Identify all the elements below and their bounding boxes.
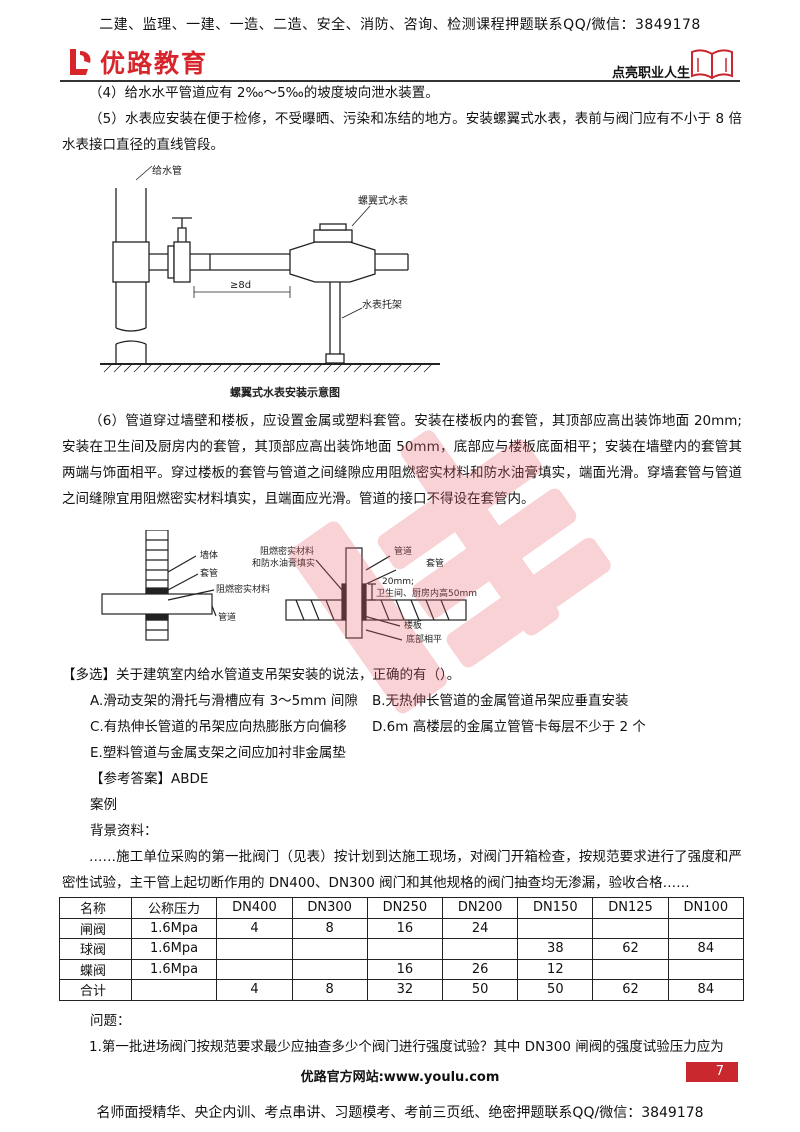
questions-label: 问题： [90,1013,131,1029]
background-text: ……施工单位采购的第一批阀门（见表）按计划到达施工现场，对阀门开箱检查，按规范要… [62,849,742,891]
para-4: （4）给水水平管道应有 2‰～5‰的坡度坡向泄水装置。 [89,85,439,101]
label-sleeve: 套管 [200,567,218,579]
table-header-cell: 名称 [59,897,132,919]
table-header-row: 名称 公称压力 DN400 DN300 DN250 DN200 DN150 DN… [59,897,745,919]
table-cell [667,958,745,980]
table-cell: 4 [216,917,293,939]
page-number: 7 [686,1062,738,1082]
slogan: 点亮职业人生 [612,66,691,81]
table-header-cell: DN150 [517,897,594,919]
option-a: A.滑动支架的滑托与滑槽应有 3～5mm 间隙 [90,693,358,709]
table-cell [592,958,669,980]
table-cell: 蝶阀 [59,958,132,980]
table-cell: 38 [517,938,594,960]
label-meter: 螺翼式水表 [358,194,408,207]
table-row: 闸阀 1.6Mpa 4 8 16 24 [59,917,745,939]
label-fill-2: 和防水油膏填实 [252,557,315,569]
table-cell: 62 [592,979,669,1001]
table-cell: 4 [216,979,293,1001]
label-supply-pipe: 给水管 [152,164,182,177]
valve-table: 名称 公称压力 DN400 DN300 DN250 DN200 DN150 DN… [59,897,745,1001]
option-c: C.有热伸长管道的吊架应向热膨胀方向偏移 [90,719,347,735]
label-length: ≥8d [230,280,251,291]
table-cell [130,979,218,1001]
table-row: 球阀 1.6Mpa 38 62 84 [59,938,745,960]
table-cell [592,917,669,939]
table-cell [441,938,519,960]
table-cell: 32 [366,979,444,1001]
top-contact-note: 二建、监理、一建、一造、二造、安全、消防、咨询、检测课程押题联系QQ/微信：38… [99,17,701,33]
logo-text: 优路教育 [100,49,209,78]
option-e: E.塑料管道与金属支架之间应加衬非金属垫 [90,745,346,761]
sleeve-diagram: 墙体 套管 阻燃密实材料 管道 阻燃密实材料 和防水油膏填实 管道 套管 20m… [101,530,477,645]
figure-caption: 螺翼式水表安装示意图 [230,385,340,399]
book-icon [691,49,733,80]
table-cell: 8 [291,979,368,1001]
table-cell: 50 [441,979,519,1001]
label-fill-1: 阻燃密实材料 [260,545,314,557]
table-cell [517,917,594,939]
table-cell: 1.6Mpa [130,917,218,939]
label-dim-2: 卫生间、厨房内高50mm [376,587,477,599]
option-b: B.无热伸长管道的金属管道吊架应垂直安装 [372,693,629,709]
table-header-cell: DN250 [366,897,444,919]
table-cell: 84 [667,938,745,960]
para-6: （6）管道穿过墙壁和楼板，应设置金属或塑料套管。安装在楼板内的套管，其顶部应高出… [62,413,742,507]
header-rule [60,80,740,82]
table-cell: 8 [291,917,368,939]
label-dim-1: 20mm; [382,577,414,587]
table-cell [291,958,368,980]
table-cell: 24 [441,917,519,939]
question-title: 【多选】关于建筑室内给水管道支吊架安装的说法，正确的有（）。 [62,667,461,683]
table-header-cell: DN400 [216,897,293,919]
option-d: D.6m 高楼层的金属立管管卡每层不少于 2 个 [372,719,646,735]
case-label: 案例 [90,797,117,813]
table-cell [291,938,368,960]
table-cell: 1.6Mpa [130,938,218,960]
table-cell [216,958,293,980]
label-slab: 楼板 [404,619,422,631]
table-cell: 1.6Mpa [130,958,218,980]
para-5: （5）水表应安装在便于检修，不受曝晒、污染和冻结的地方。安装螺翼式水表，表前与阀… [62,111,742,153]
question-1: 1.第一批进场阀门按规范要求最少应抽查多少个阀门进行强度试验？其中 DN300 … [89,1039,724,1055]
table-header-cell: DN300 [291,897,368,919]
label-pipe: 管道 [218,611,236,623]
label-bottom: 底部相平 [406,633,442,645]
label-support: 水表托架 [362,298,402,311]
table-cell: 16 [366,958,444,980]
table-cell: 26 [441,958,519,980]
table-header-cell: DN200 [441,897,519,919]
table-cell: 84 [667,979,745,1001]
table-cell: 合计 [59,979,132,1001]
label-wall: 墙体 [200,549,218,561]
footer-website: 优路官方网站:www.youlu.com [300,1070,500,1085]
table-cell [216,938,293,960]
answer: 【参考答案】ABDE [90,771,209,787]
table-cell: 16 [366,917,444,939]
table-cell [667,917,745,939]
brand-logo: 优路教育 [66,44,208,80]
table-header-cell: DN100 [667,897,745,919]
table-cell: 50 [517,979,594,1001]
table-row: 蝶阀 1.6Mpa 16 26 12 [59,958,745,980]
label-fireproof: 阻燃密实材料 [216,583,270,595]
table-cell: 球阀 [59,938,132,960]
table-cell: 12 [517,958,594,980]
table-cell: 闸阀 [59,917,132,939]
table-cell [366,938,444,960]
table-row: 合计 4 8 32 50 50 62 84 [59,979,745,1001]
bottom-contact-note: 名师面授精华、央企内训、考点串讲、习题模考、考前三页纸、绝密押题联系QQ/微信：… [96,1105,704,1121]
background-label: 背景资料： [90,823,158,839]
logo-icon [70,49,91,75]
label-sleeve-right: 套管 [426,557,444,569]
table-header-cell: 公称压力 [130,897,218,919]
water-meter-diagram: 给水管 螺翼式水表 ≥8d 水表托架 螺翼式水表安装示意图 [100,164,440,399]
label-pipe-right: 管道 [394,545,412,557]
table-header-cell: DN125 [592,897,669,919]
table-cell: 62 [592,938,669,960]
